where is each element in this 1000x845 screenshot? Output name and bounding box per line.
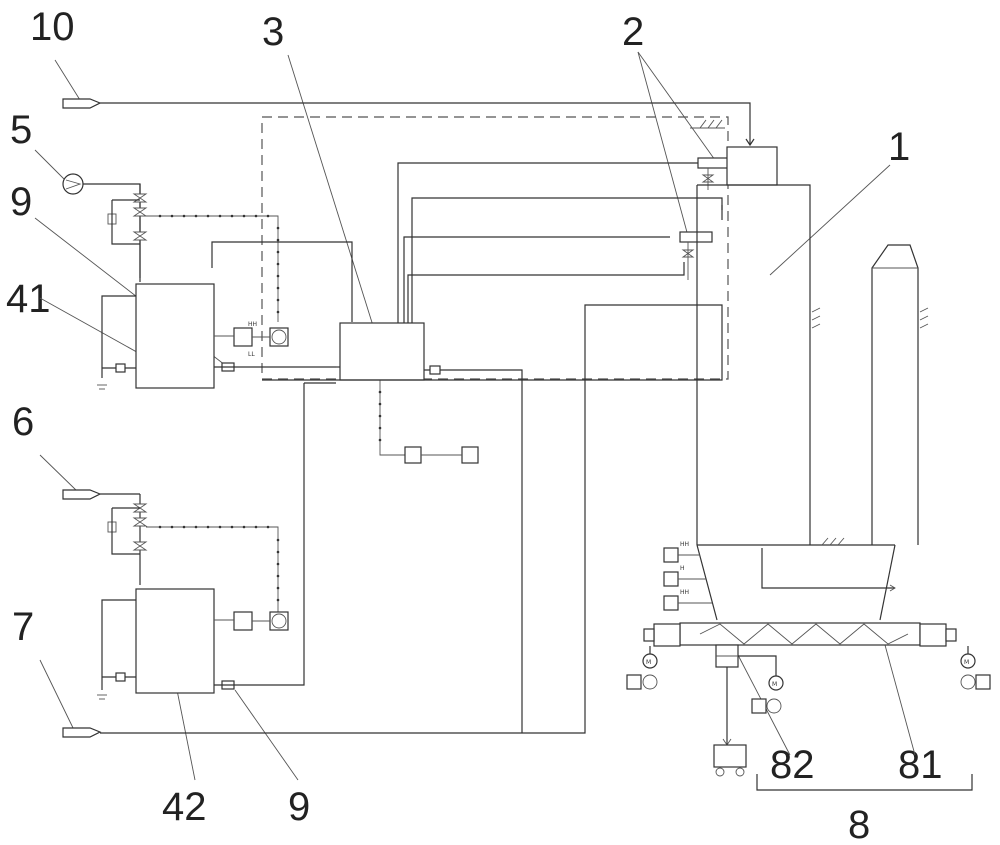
callout-7: 7: [12, 605, 34, 649]
callout-82: 82: [770, 743, 815, 787]
boundary-hatch: [690, 119, 725, 129]
hopper-instruments: HH H HH: [663, 541, 712, 611]
svg-text:M: M: [772, 681, 777, 688]
svg-text:LL: LL: [248, 351, 255, 358]
inlet-10: [62, 98, 755, 147]
discharge-82: M: [713, 644, 784, 777]
reactor-1: [262, 146, 929, 734]
svg-text:HH: HH: [680, 589, 689, 596]
callout-42: 42: [162, 785, 207, 829]
tank-41: [135, 283, 215, 389]
tank-41-group: HH LL: [97, 184, 353, 390]
tank-42-group: [97, 383, 305, 700]
callout-9-top: 9: [10, 180, 32, 224]
callout-41: 41: [6, 277, 51, 321]
svg-text:HH: HH: [248, 321, 257, 328]
svg-text:H: H: [680, 565, 685, 572]
svg-text:M: M: [646, 659, 651, 666]
pump-5: [62, 173, 141, 282]
inlet-7: [62, 727, 525, 738]
callout-1: 1: [888, 125, 910, 169]
inlet-6: [62, 489, 140, 500]
callout-9-bottom: 9: [288, 785, 310, 829]
svg-text:HH: HH: [680, 541, 689, 548]
tank-42: [135, 588, 215, 694]
callout-3: 3: [262, 10, 284, 54]
control-boundary: [261, 116, 729, 380]
callout-8: 8: [848, 803, 870, 845]
lances-2: [679, 157, 731, 280]
callout-5: 5: [10, 108, 32, 152]
level-switch-41: [269, 327, 289, 347]
mixing-tank-3: [304, 162, 723, 733]
callout-2: 2: [622, 10, 644, 54]
callout-10: 10: [30, 5, 75, 49]
screw-conveyor-81: M M: [626, 622, 991, 690]
callout-6: 6: [12, 400, 34, 444]
callout-81: 81: [898, 743, 943, 787]
svg-text:M: M: [964, 659, 969, 666]
level-transmitter-41: [233, 327, 253, 347]
group-bracket-8: [756, 774, 973, 791]
